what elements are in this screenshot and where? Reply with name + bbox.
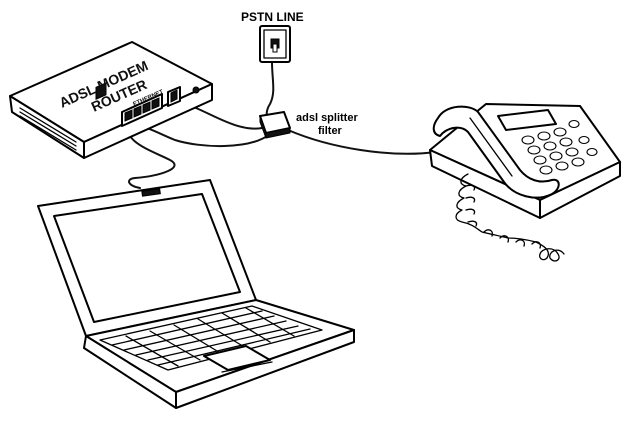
wall-jack	[259, 25, 291, 63]
laptop	[37, 179, 355, 409]
splitter-box	[259, 111, 291, 139]
telephone	[429, 103, 621, 262]
handset	[432, 105, 560, 199]
touchpad	[203, 345, 271, 371]
router	[9, 41, 213, 159]
ethernet-cable	[127, 121, 176, 189]
splitter-label-line1: adsl splitter	[296, 112, 358, 124]
ethernet-ports	[121, 93, 163, 127]
splitter-phone-cable	[287, 129, 437, 155]
pstn-cable	[265, 61, 275, 121]
keypad	[521, 119, 598, 175]
splitter-down-cable	[139, 125, 271, 148]
splitter-label-line2: filter	[318, 125, 343, 137]
keyboard	[111, 307, 311, 367]
pstn-line-label: PSTN LINE	[241, 10, 304, 24]
